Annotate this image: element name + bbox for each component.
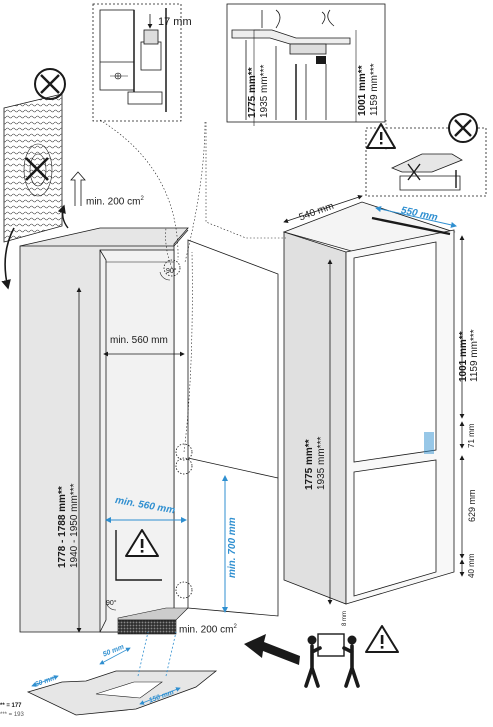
- depth-550-line: [375, 206, 457, 228]
- d629-label: 629 mm: [467, 489, 477, 522]
- hinge-detail: [92, 3, 182, 122]
- height-detail: [226, 3, 386, 123]
- curved-arrow: [1, 227, 15, 290]
- forbidden-icon: [448, 113, 478, 143]
- height-1001-detail-label: 1001 mm**: [357, 65, 368, 116]
- door-panel: [187, 239, 279, 617]
- warning-icon: [366, 123, 396, 149]
- height-1159-label: 1159 mm***: [469, 329, 480, 382]
- width-540-line: [283, 194, 363, 224]
- niche-height-2-label: 1940 - 1950 mm***: [69, 483, 80, 569]
- height-1935-detail-label: 1935 mm***: [259, 64, 270, 118]
- d40-label: 40 mm: [467, 553, 476, 578]
- height-1775-detail-label: 1775 mm**: [247, 67, 258, 118]
- warning-icon: [365, 625, 399, 653]
- arrow-icon: [244, 634, 300, 665]
- vent-up-arrow: [70, 171, 86, 206]
- hinge-markers: [163, 259, 193, 599]
- height-1775-label: 1775 mm**: [304, 439, 315, 490]
- two-person-lift-icon: [304, 633, 360, 688]
- cabinet-niche: [19, 227, 189, 635]
- warning-icon: [125, 529, 159, 557]
- d71-label: 71 mm: [467, 423, 476, 448]
- footnote-1: ** = 177: [0, 703, 22, 709]
- curved-arrow: [57, 204, 69, 229]
- footnote-2: *** = 193: [0, 712, 24, 718]
- angle-top-label: 90°: [166, 268, 177, 275]
- wooden-wall: [3, 93, 63, 243]
- niche-700-label: min. 700 mm: [227, 517, 238, 578]
- height-1159-detail-label: 1159 mm***: [369, 63, 380, 116]
- vent-top-label: min. 200 cm2: [86, 196, 144, 208]
- height-1935-label: 1935 mm***: [316, 436, 327, 490]
- fridge-appliance: [282, 201, 456, 605]
- niche-width-label: min. 560 mm: [110, 335, 168, 346]
- d8-label: 8 mm: [342, 611, 348, 626]
- niche-height-1-label: 1778 - 1788 mm**: [57, 486, 68, 568]
- floor-vent-plan: [26, 631, 218, 716]
- gap-17-label: 17 mm: [158, 16, 192, 28]
- height-1001-label: 1001 mm**: [458, 331, 469, 382]
- vent-bottom-label: min. 200 cm2: [179, 624, 237, 636]
- angle-bottom-label: 90°: [106, 600, 117, 607]
